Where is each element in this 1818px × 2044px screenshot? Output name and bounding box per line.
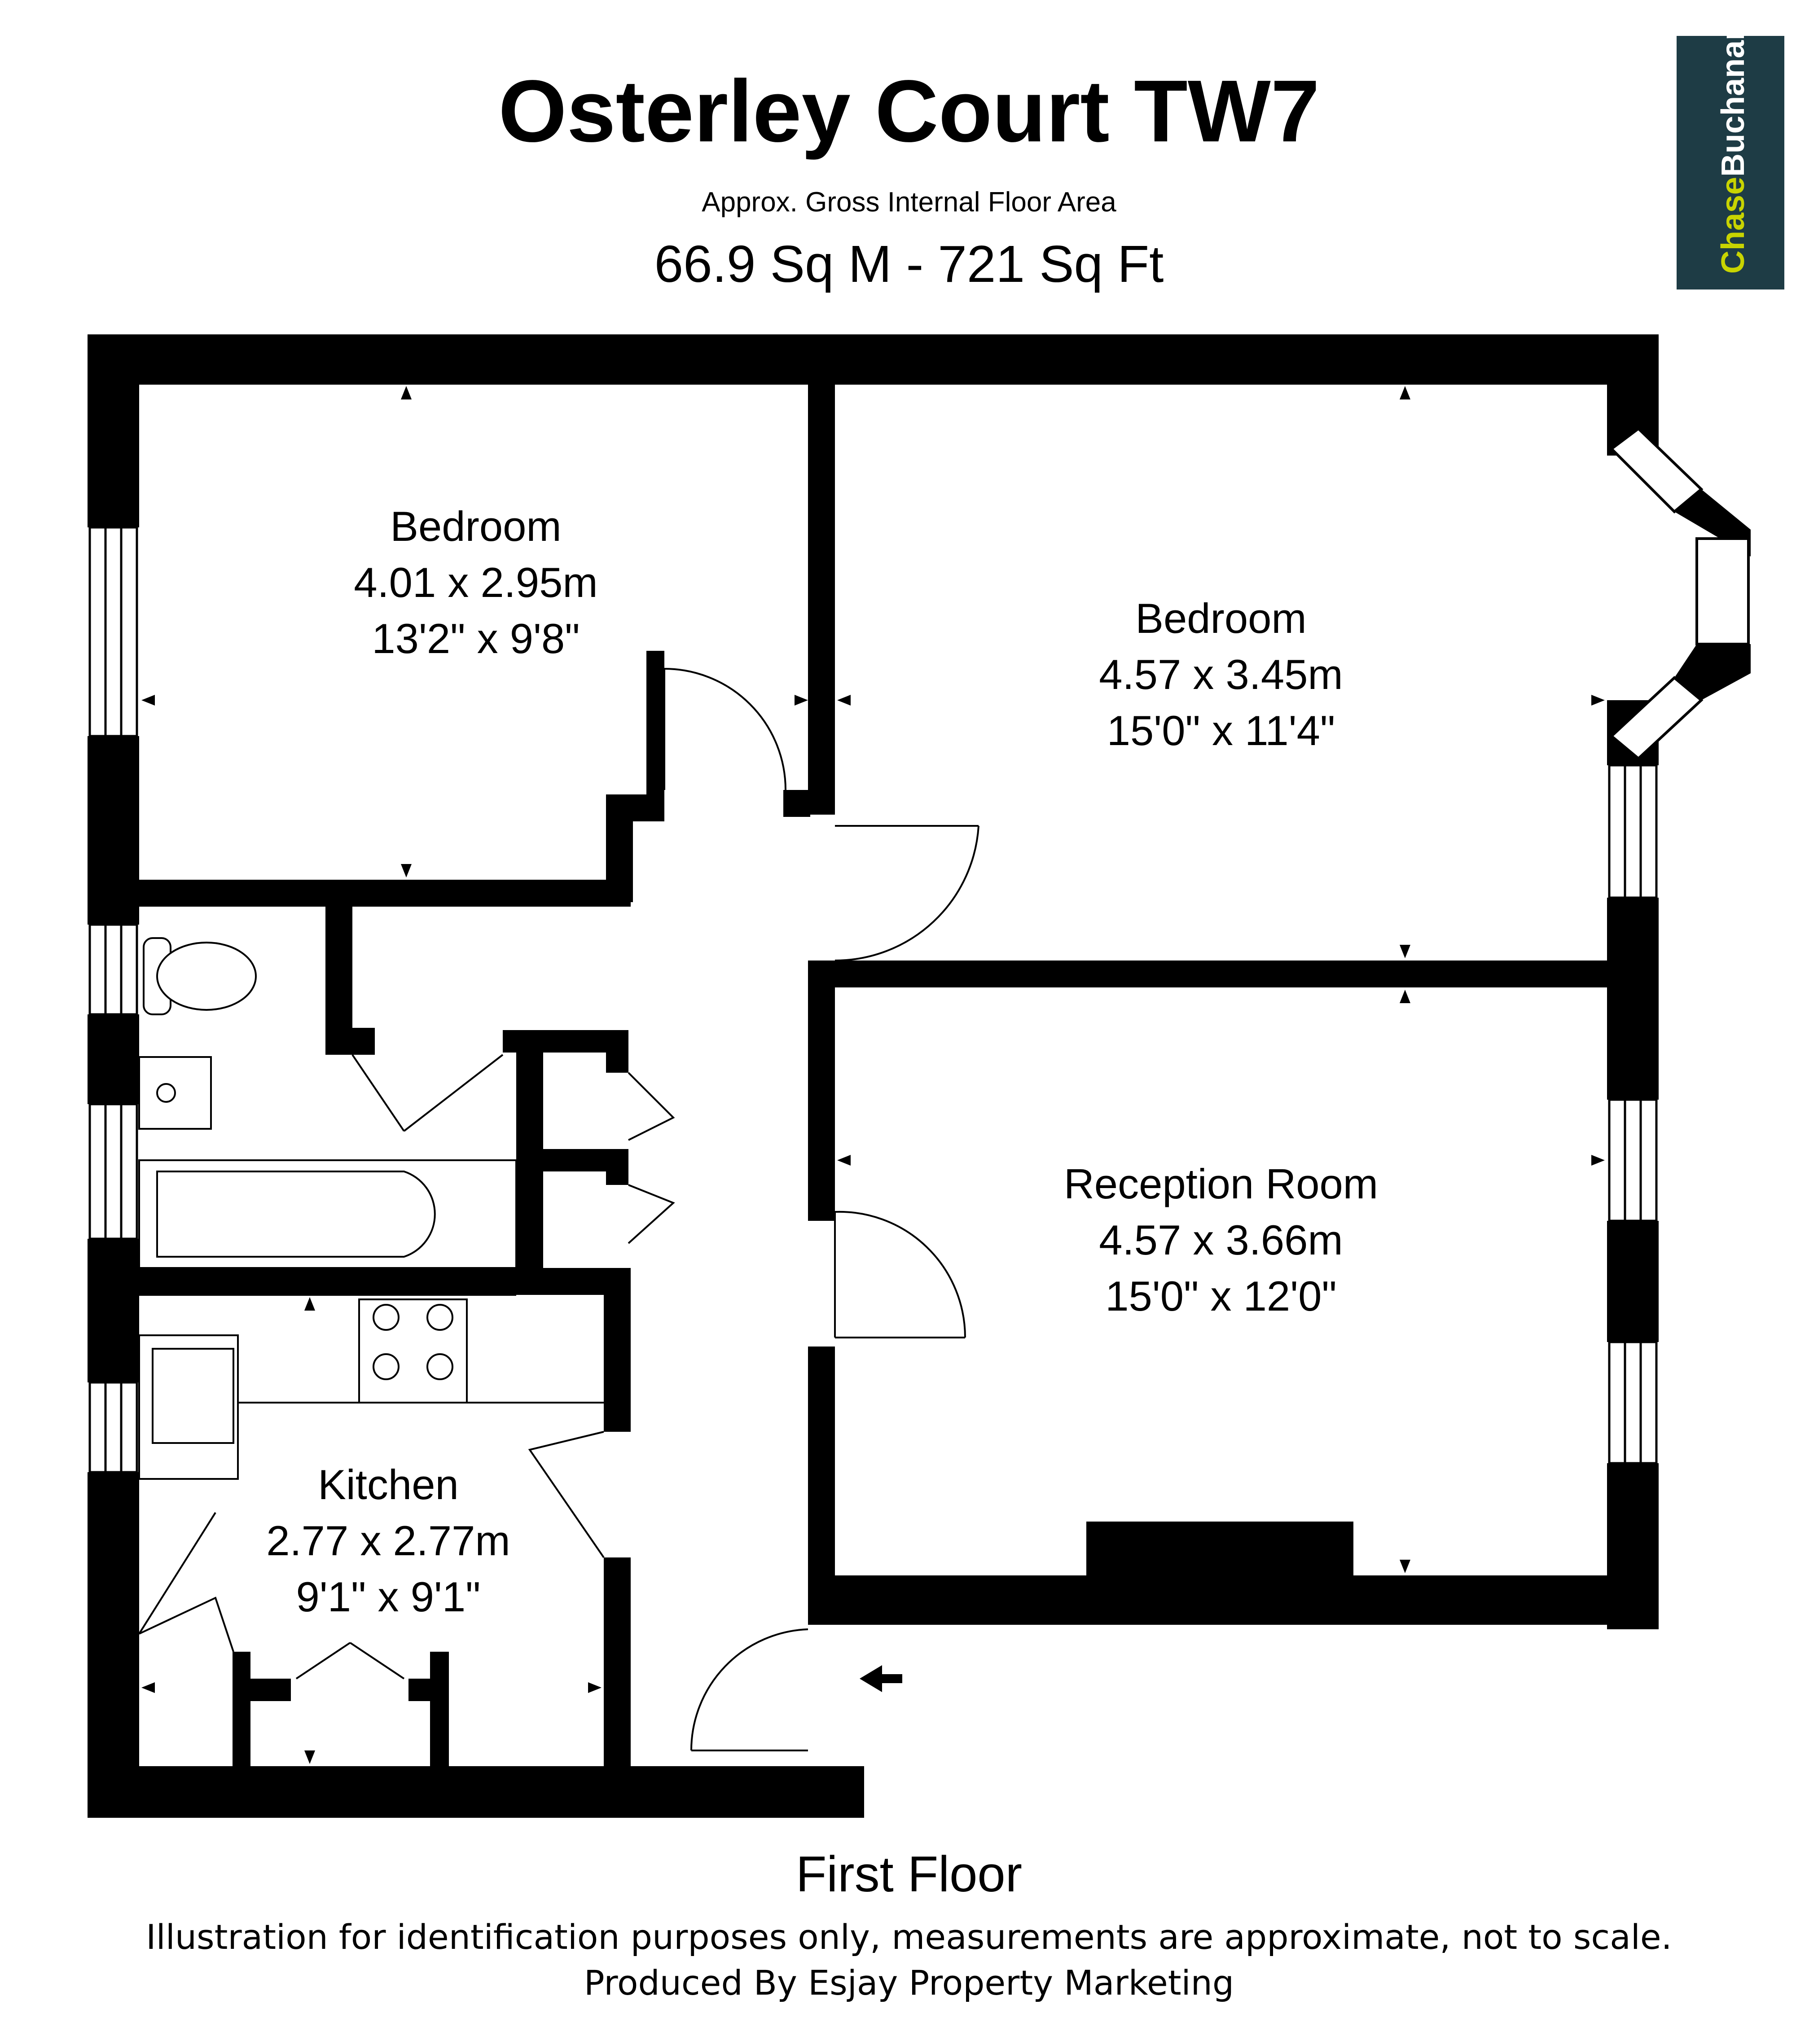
page-title: Osterley Court TW7 [498, 62, 1320, 160]
room-name: Reception Room [1064, 1160, 1378, 1207]
room-name: Bedroom [1135, 595, 1306, 642]
room-label-kitchen: Kitchen 2.77 x 2.77m 9'1" x 9'1" [266, 1461, 510, 1620]
floor-label: First Floor [796, 1846, 1022, 1902]
disclaimer: Illustration for identification purposes… [146, 1917, 1672, 1957]
room-name: Bedroom [390, 503, 561, 550]
dimension-markers [141, 386, 1605, 1764]
door-swings [138, 668, 979, 1751]
room-label-bedroom-2: Bedroom 4.57 x 3.45m 15'0" x 11'4" [1099, 595, 1343, 754]
logo-part-chase: Chase [1715, 177, 1751, 274]
room-dimensions-metric: 4.57 x 3.45m [1099, 651, 1343, 698]
walls [88, 334, 1659, 1818]
room-dimensions-metric: 4.01 x 2.95m [354, 559, 597, 606]
room-dimensions-imperial: 13'2" x 9'8" [372, 615, 580, 662]
room-name: Kitchen [318, 1461, 459, 1508]
area-label: Approx. Gross Internal Floor Area [702, 187, 1116, 218]
brand-logo [1677, 36, 1784, 289]
fixtures [138, 937, 604, 1480]
logo-part-buchanan: Buchanan [1715, 36, 1751, 177]
bay-window [1607, 427, 1751, 765]
area-value: 66.9 Sq M - 721 Sq Ft [654, 235, 1164, 293]
producer-credit: Produced By Esjay Property Marketing [584, 1963, 1234, 2003]
room-dimensions-imperial: 15'0" x 11'4" [1107, 707, 1335, 754]
brand-logo-text: ChaseBuchanan [1715, 36, 1751, 274]
room-dimensions-metric: 2.77 x 2.77m [266, 1517, 510, 1564]
room-dimensions-imperial: 9'1" x 9'1" [296, 1573, 481, 1620]
svg-text:ChaseBuchanan: ChaseBuchanan [1715, 36, 1751, 274]
room-dimensions-metric: 4.57 x 3.66m [1099, 1216, 1343, 1263]
room-label-bedroom-1: Bedroom 4.01 x 2.95m 13'2" x 9'8" [354, 503, 597, 662]
room-label-reception: Reception Room 4.57 x 3.66m 15'0" x 12'0… [1064, 1160, 1378, 1320]
room-dimensions-imperial: 15'0" x 12'0" [1105, 1272, 1337, 1320]
windows [88, 526, 1658, 1474]
